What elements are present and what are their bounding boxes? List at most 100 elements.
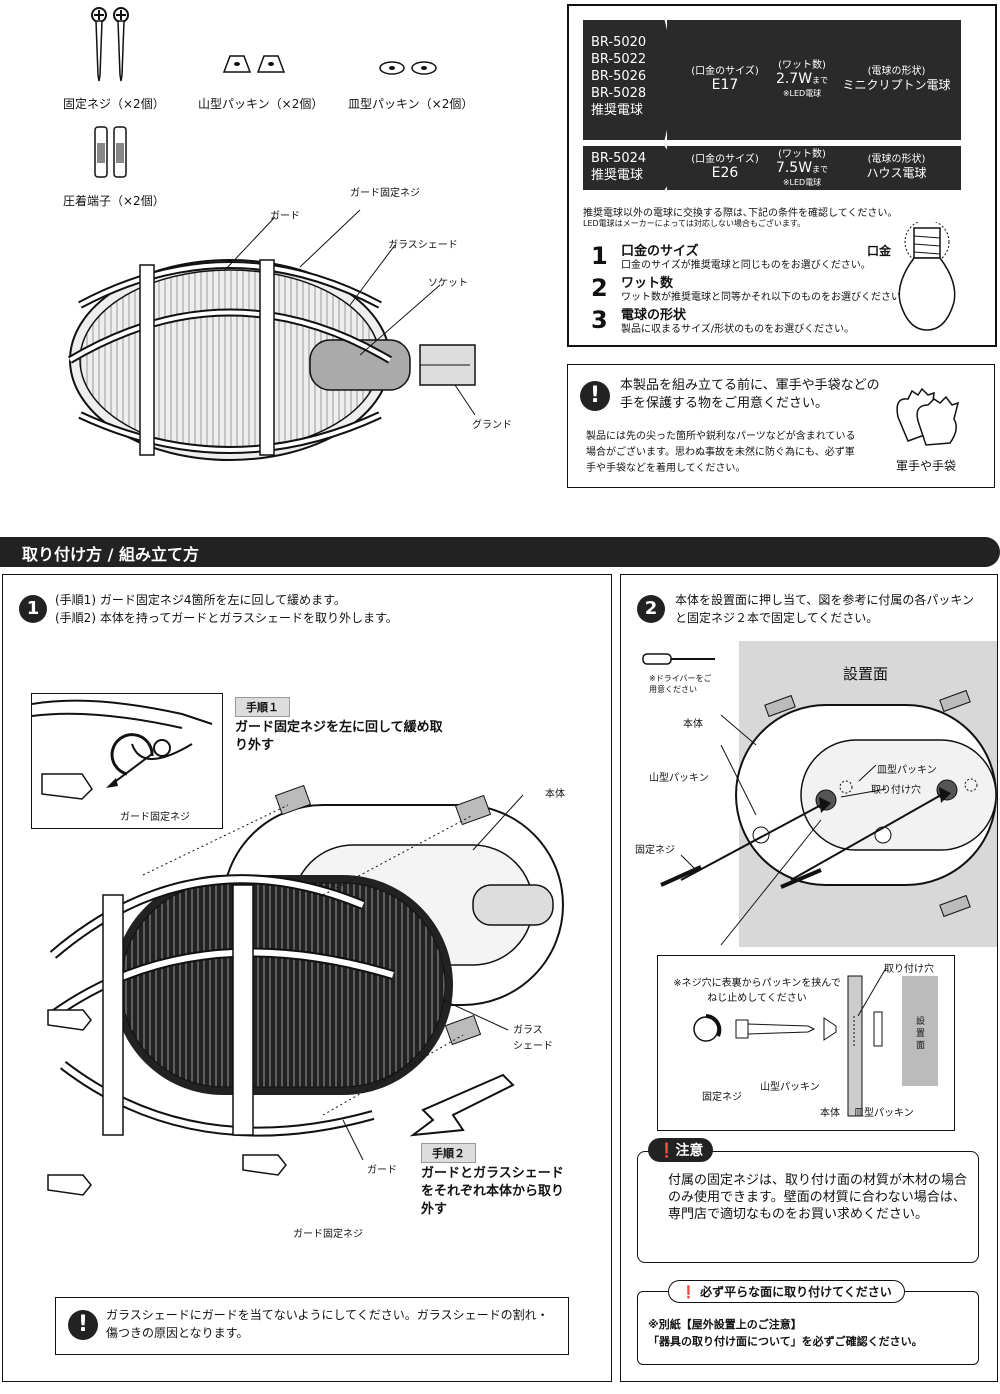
label-mountain-packing: 山型パッキン (649, 773, 709, 784)
packing-detail-drawing (693, 967, 938, 1117)
bulb-shape: (電球の形状)ミニクリプトン電球 (839, 66, 954, 92)
condition-number: 1 (591, 242, 608, 270)
flat-line1: ※別紙【屋外設置上のご注意】 (648, 1318, 802, 1331)
bulb-notice-sub: LED電球はメーカーによっては対応しない場合もございます。 (583, 219, 806, 228)
procedure1-text: ガード固定ネジを左に回して緩め取り外す (235, 720, 443, 753)
warning-icon: ❗ (658, 1143, 676, 1159)
recommended-label: 推奨電球 (591, 168, 644, 183)
label-glass-shade: ガラスシェード (388, 240, 458, 251)
label-body: 本体 (545, 789, 565, 800)
condition-number: 3 (591, 306, 608, 334)
warning-icon: ! (580, 381, 610, 411)
step1-line1: (手順1) ガード固定ネジ4箇所を左に回して緩めます。 (55, 593, 346, 607)
model-name: BR-5020 (591, 35, 647, 50)
label-plate-packing: 皿型パッキン (877, 765, 937, 776)
step1-instructions: (手順1) ガード固定ネジ4箇所を左に回して緩めます。 (手順2) 本体を持って… (55, 591, 398, 627)
screwdriver-icon (642, 653, 715, 665)
mounting-drawing (660, 689, 997, 945)
step2-panel: 2 本体を設置面に押し当て、図を参考に付属の各パッキンと固定ネジ２本で固定してく… (620, 574, 998, 1382)
detail-plate-label: 皿型パッキン (854, 1108, 914, 1119)
gloves-box: ! 本製品を組み立てる前に、軍手や手袋などの手を保護する物をご用意ください。 製… (567, 364, 995, 488)
flat-surface-text: ※別紙【屋外設置上のご注意】 「器具の取り付け面について」を必ずご確認ください。 (648, 1316, 923, 1350)
procedure-tag: 手順２ (421, 1143, 476, 1163)
gloves-label: 軍手や手袋 (896, 459, 957, 473)
base-size: (口金のサイズ)E26 (685, 154, 765, 180)
section-header: 取り付け方 / 組み立て方 (0, 537, 1000, 567)
mountain-packing-icon (222, 55, 286, 73)
caution-title: 注意 (675, 1143, 704, 1159)
shape-label: (電球の形状) (867, 154, 926, 165)
watt-value: 2.7W (775, 71, 813, 87)
step2-instructions: 本体を設置面に押し当て、図を参考に付属の各パッキンと固定ネジ２本で固定してくださ… (675, 593, 975, 625)
condition-title: 口金のサイズ (621, 244, 699, 259)
wattage: (ワット数)7.5Wまで※LED電球 (767, 149, 837, 189)
flat-surface-title: ❗ 必ず平らな面に取り付けてください (668, 1280, 905, 1303)
bulb-notice: 推奨電球以外の電球に交換する際は､下記の条件を確認してください。 (583, 208, 898, 219)
crimp-terminal-icon (94, 126, 127, 178)
detail-screw-label: 固定ネジ (702, 1092, 742, 1103)
condition-desc: 製品に収まるサイズ/形状のものをお選びください。 (621, 324, 855, 335)
label-guard: ガード (270, 211, 300, 222)
condition-desc: ワット数が推奨電球と同等かそれ以下のものをお選びください。 (621, 292, 911, 303)
watt-note: ※LED電球 (782, 89, 822, 98)
inset-detail: ガード固定ネジ (31, 693, 223, 829)
packing-detail-box: ※ネジ穴に表裏からパッキンを挟んでねじ止めしてください 取り付け穴 設置面 固定… (657, 955, 955, 1131)
crimp-terminal-label: 圧着端子（×2個） (63, 194, 165, 208)
base-label: (口金のサイズ) (691, 154, 759, 165)
fixture-drawing (67, 209, 476, 461)
screw-loosen-drawing (32, 699, 213, 800)
label-fixing-screw: 固定ネジ (635, 845, 675, 856)
mountain-packing-label: 山型パッキン（×2個） (198, 97, 324, 111)
condition-desc: 口金のサイズが推奨電球と同じものをお選びください。 (621, 260, 871, 271)
step-number: 1 (19, 595, 47, 623)
caution-badge: ❗注意 (648, 1138, 714, 1162)
bulb-base-label: 口金 (867, 244, 892, 258)
row2-models: BR-5024 推奨電球 (583, 146, 679, 190)
watt-suffix: まで (812, 165, 829, 174)
label-mounting-hole: 取り付け穴 (871, 785, 921, 796)
model-name: BR-5022 (591, 52, 647, 67)
plate-packing-icon (379, 61, 437, 75)
label-glass: ガラス (513, 1025, 543, 1036)
base-value: E26 (711, 165, 739, 181)
caution-text: 付属の固定ネジは、取り付け面の材質が木材の場合のみ使用できます。壁面の材質に合わ… (668, 1173, 968, 1222)
base-size: (口金のサイズ)E17 (685, 66, 765, 92)
caution-box: ❗注意 付属の固定ネジは、取り付け面の材質が木材の場合のみ使用できます。壁面の材… (637, 1138, 979, 1263)
glass-warning-box: ! ガラスシェードにガードを当てないようにしてください。ガラスシェードの割れ・傷… (55, 1297, 569, 1355)
condition-title: ワット数 (621, 276, 674, 291)
flat-line2: 「器具の取り付け面について」を必ずご確認ください。 (648, 1335, 923, 1348)
label-body: 本体 (683, 719, 703, 730)
shape-label: (電球の形状) (867, 66, 926, 77)
model-name: BR-5028 (591, 86, 647, 101)
watt-label: (ワット数) (778, 149, 826, 160)
detail-body-label: 本体 (820, 1108, 840, 1119)
shape-value: ミニクリプトン電球 (842, 78, 951, 92)
flat-title-text: 必ず平らな面に取り付けてください (700, 1285, 892, 1299)
step1-line2: (手順2) 本体を持ってガードとガラスシェードを取り外します。 (55, 611, 398, 625)
flat-surface-box: ❗ 必ず平らな面に取り付けてください ※別紙【屋外設置上のご注意】 「器具の取り… (637, 1280, 979, 1365)
label-socket: ソケット (428, 278, 468, 289)
glass-warning-text: ガラスシェードにガードを当てないようにしてください。ガラスシェードの割れ・傷つき… (106, 1308, 549, 1340)
warning-icon: ❗ (681, 1285, 696, 1299)
model-name: BR-5026 (591, 69, 647, 84)
row2-specs: (口金のサイズ)E26 (ワット数)7.5Wまで※LED電球 (電球の形状)ハウ… (667, 146, 961, 190)
detail-hole-label: 取り付け穴 (884, 964, 934, 975)
detail-mountain-label: 山型パッキン (760, 1082, 820, 1093)
surface-label: 設置面 (843, 665, 889, 683)
base-value: E17 (711, 77, 739, 93)
base-label: (口金のサイズ) (691, 66, 759, 77)
row1-specs: (口金のサイズ)E17 (ワット数)2.7Wまで※LED電球 (電球の形状)ミニ… (667, 20, 961, 140)
gloves-heading: 本製品を組み立てる前に、軍手や手袋などの手を保護する物をご用意ください。 (620, 378, 880, 411)
watt-label: (ワット数) (778, 60, 826, 71)
plate-packing-label: 皿型パッキン（×2個） (348, 97, 474, 111)
light-bulb-icon (898, 222, 956, 331)
screw-label: 固定ネジ（×2個） (63, 97, 165, 111)
gloves-icon (896, 387, 960, 446)
step-number: 2 (637, 595, 665, 623)
label-guard: ガード (367, 1165, 397, 1176)
section-title: 取り付け方 / 組み立て方 (22, 545, 199, 564)
gloves-body: 製品には先の尖った箇所や鋭利なパーツなどが含まれている場合がございます。思わぬ事… (586, 431, 856, 474)
screw-icon (91, 7, 129, 82)
model-name: BR-5024 (591, 151, 647, 166)
condition-title: 電球の形状 (621, 308, 687, 323)
